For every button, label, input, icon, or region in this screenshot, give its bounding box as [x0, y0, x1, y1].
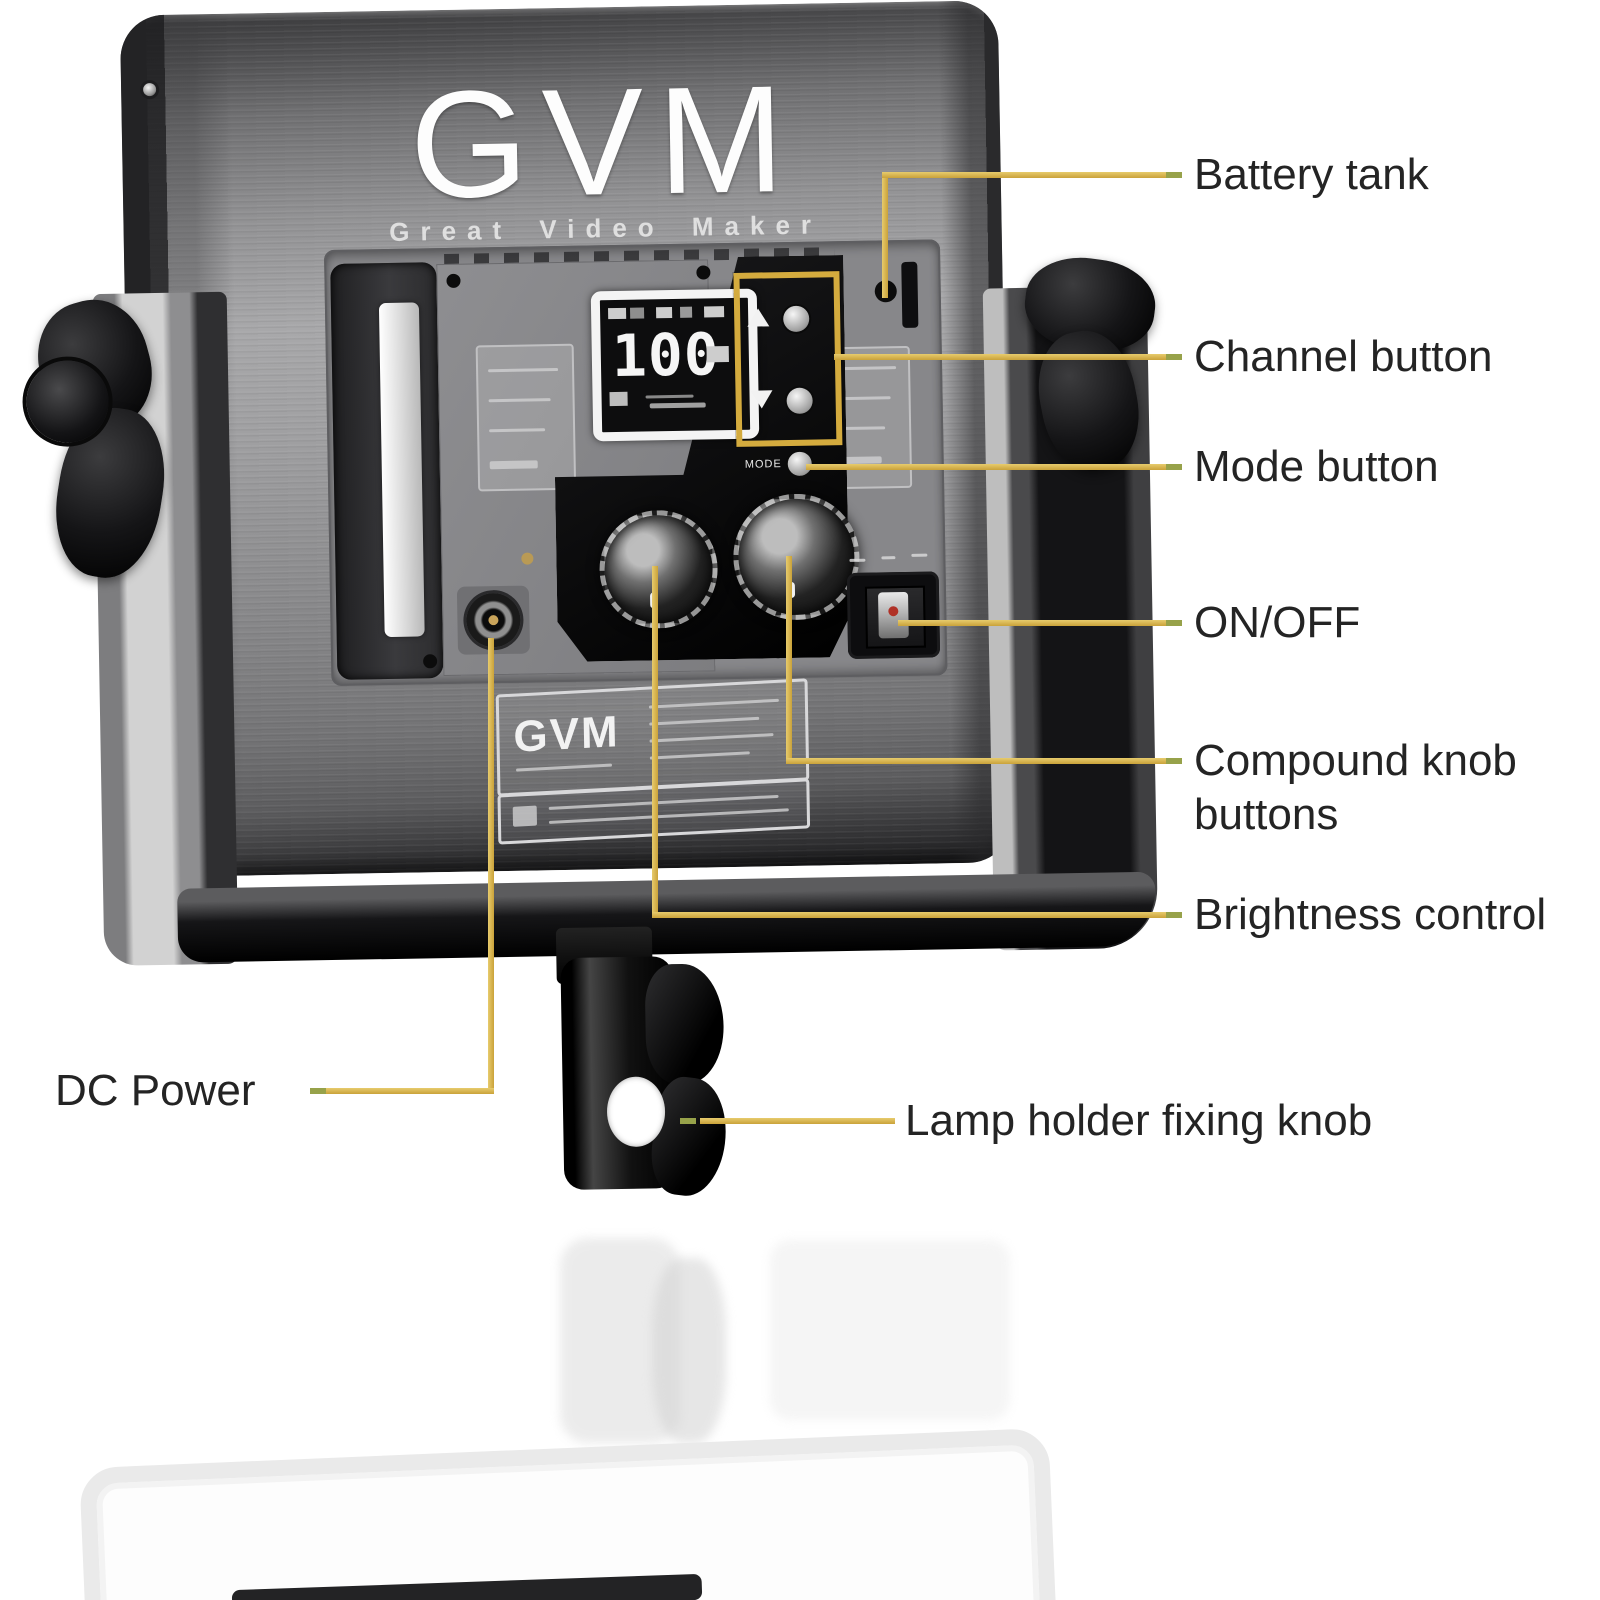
cert-line — [548, 794, 779, 810]
lcd-segment — [703, 306, 725, 318]
switch-mark — [881, 556, 896, 560]
spec-line — [516, 763, 613, 772]
lcd-percent-block — [706, 346, 729, 363]
lcd-small-text — [649, 402, 706, 409]
callout-line — [700, 1118, 895, 1124]
callout-line — [882, 172, 888, 298]
callout-line — [652, 566, 658, 918]
callout-line — [786, 758, 1182, 764]
callout-tip — [680, 1118, 696, 1124]
callout-line — [786, 556, 792, 764]
callout-line — [652, 912, 1182, 918]
lcd-segment — [679, 306, 693, 318]
sticker-text-line — [840, 396, 891, 401]
mode-button-label: MODE — [744, 458, 782, 471]
lcd-segment — [608, 307, 627, 320]
power-on-indicator — [888, 606, 899, 617]
sticker-text-line — [840, 366, 897, 371]
callout-tip — [1166, 620, 1182, 626]
lcd-segment — [656, 307, 673, 319]
callout-line — [882, 172, 1182, 178]
callout-tip — [1166, 464, 1182, 470]
callout-label-on-off: ON/OFF — [1194, 598, 1361, 647]
callout-tip — [310, 1088, 326, 1094]
sticker-text-line — [489, 428, 546, 433]
callout-label-compound-knob: Compound knob buttons — [1194, 736, 1517, 839]
lcd-small-text — [645, 394, 694, 399]
cert-icon — [512, 805, 538, 827]
callout-tip — [1166, 758, 1182, 764]
callout-label-dc-power: DC Power — [55, 1066, 256, 1115]
lamp-fixing-knob-upper-lobe — [644, 963, 725, 1085]
callout-label-mode-button: Mode button — [1194, 442, 1439, 491]
callout-tip — [1166, 912, 1182, 918]
callout-tip — [1166, 354, 1182, 360]
sticker-text-line — [488, 398, 551, 403]
callout-label-channel-button: Channel button — [1194, 332, 1493, 381]
sticker-text-line — [488, 368, 559, 373]
spec-line — [649, 751, 750, 760]
switch-mark — [911, 553, 928, 557]
callout-line — [806, 464, 1182, 470]
sticker-mark — [489, 460, 538, 470]
callout-label-lamp-holder: Lamp holder fixing knob — [905, 1096, 1373, 1145]
callout-label-battery-tank: Battery tank — [1194, 150, 1429, 199]
battery-lock-slot — [901, 261, 919, 329]
switch-mark — [849, 558, 866, 562]
callout-tip — [1166, 172, 1182, 178]
brand-logo: GVM — [408, 53, 800, 231]
callout-line — [310, 1088, 494, 1094]
reflection-wing — [652, 1258, 726, 1443]
cert-line — [548, 808, 789, 824]
callout-label-brightness-control: Brightness control — [1194, 890, 1547, 939]
callout-line — [834, 354, 1182, 360]
sticker-mark — [841, 456, 882, 465]
dc-pin — [488, 615, 499, 626]
spec-line — [649, 716, 760, 726]
reflection-bracket — [770, 1240, 1010, 1420]
spec-line — [648, 698, 779, 709]
battery-plate-sticker — [475, 343, 577, 492]
spec-line — [649, 733, 774, 743]
channel-highlight-box — [733, 271, 843, 447]
battery-rail — [378, 302, 425, 638]
lcd-icon-block — [609, 391, 628, 407]
channel-up-icon — [747, 308, 770, 327]
lcd-segment — [630, 307, 645, 319]
sticker-text-line — [841, 426, 886, 431]
spec-brand: GVM — [513, 707, 621, 762]
callout-line — [488, 638, 494, 1094]
channel-down-icon — [750, 390, 773, 409]
callout-line — [898, 620, 1182, 626]
